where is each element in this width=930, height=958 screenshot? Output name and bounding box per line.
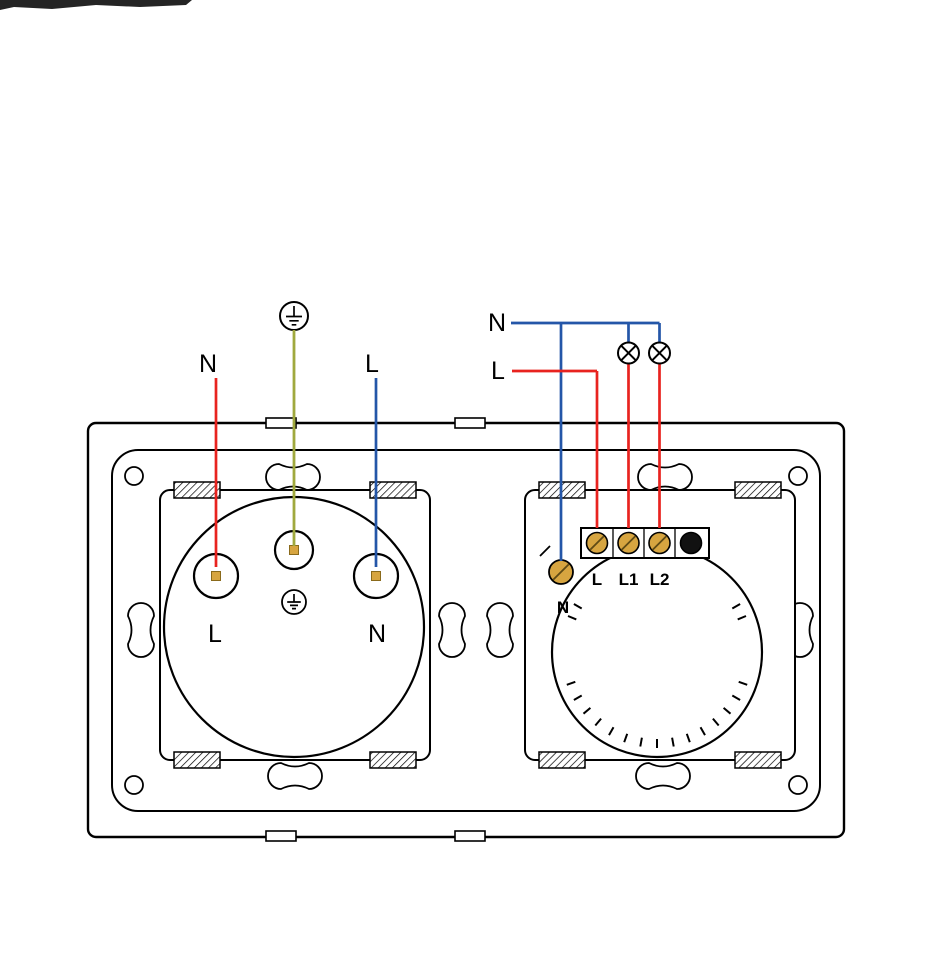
socket-pin-left-label: L [208, 620, 222, 648]
claw [369, 751, 417, 769]
pin-contact [289, 545, 299, 555]
terminal-n-label: N [557, 598, 569, 617]
photo-artifact-smudge [0, 0, 192, 10]
bone-cutout [486, 602, 514, 658]
socket-neutral-wire-label: N [199, 350, 217, 378]
switch-live-wire [512, 363, 661, 528]
bone-cutout [127, 602, 155, 658]
switch-neutral-wire-label: N [488, 309, 506, 337]
corner-hole [124, 466, 144, 486]
mount-tab [454, 417, 486, 429]
dial-ticks [566, 680, 748, 748]
claw [173, 751, 221, 769]
screw-slots [589, 535, 667, 551]
corner-hole [788, 775, 808, 795]
terminal-l2-label: L2 [650, 570, 670, 589]
dial-side-ticks [567, 603, 747, 621]
switch-live-wire-label: L [491, 357, 505, 385]
corner-hole [788, 466, 808, 486]
earth-ground-icon [281, 589, 307, 615]
terminal-l1-label: L1 [619, 570, 639, 589]
mount-tab [265, 417, 297, 429]
switch-neutral-wire [511, 321, 661, 561]
switch-module: L L1 L2 N [524, 481, 796, 769]
pin-contact [371, 571, 381, 581]
claw [173, 481, 221, 499]
corner-hole [124, 775, 144, 795]
socket-module: L N [159, 481, 431, 769]
lamp-icon [617, 341, 640, 365]
bone-cutout [635, 762, 691, 790]
claw [369, 481, 417, 499]
bone-cutout [267, 762, 323, 790]
socket-live-wire-label: L [365, 350, 379, 378]
mount-tab [454, 830, 486, 842]
terminal-screw-black [679, 531, 703, 555]
lamp-icon [648, 341, 671, 365]
socket-wiring: N L [199, 301, 379, 567]
claw [538, 751, 586, 769]
socket-claws [173, 481, 417, 769]
claw [734, 481, 782, 499]
frame-notch [539, 545, 551, 557]
socket-pin-right-label: N [368, 620, 386, 648]
bone-cutout [637, 463, 693, 491]
claw [734, 751, 782, 769]
switch-wiring: N L [488, 309, 671, 561]
screw-slot-n [552, 563, 570, 581]
bone-cutout [438, 602, 466, 658]
mount-tab [265, 830, 297, 842]
earth-ground-icon [279, 301, 309, 331]
terminal-l-label: L [592, 570, 602, 589]
terminal-dividers [612, 528, 676, 558]
pin-contact [211, 571, 221, 581]
